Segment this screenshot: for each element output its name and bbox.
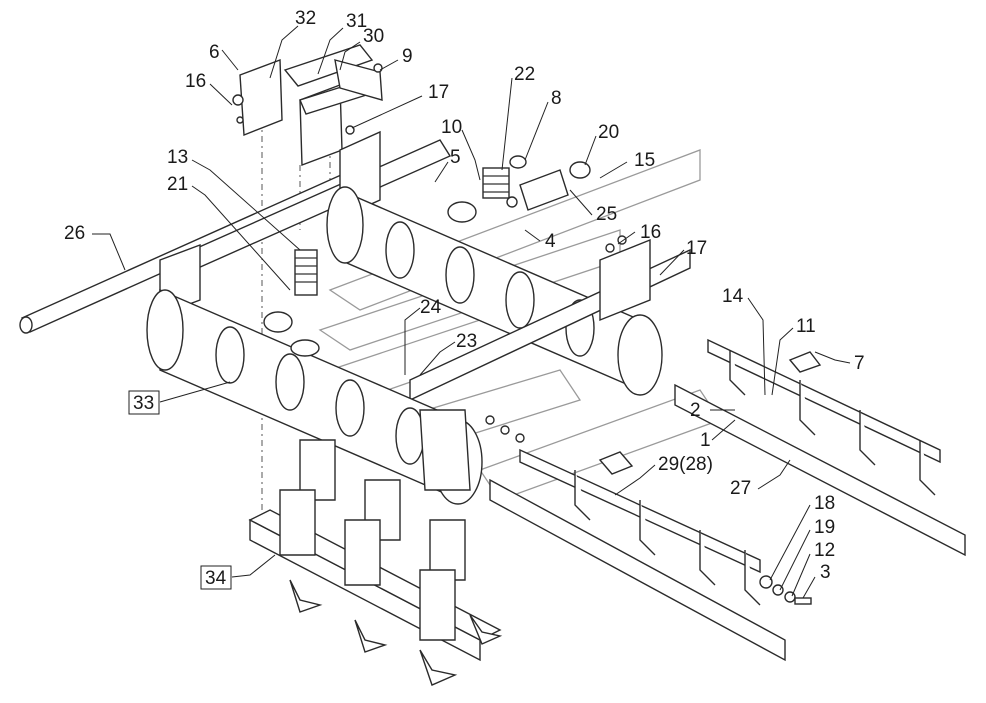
part-label-21: 21 (167, 174, 188, 195)
part-label-15: 15 (634, 150, 655, 171)
part-label-17-right: 17 (686, 238, 707, 259)
part-label-11: 11 (796, 316, 816, 337)
cultivator-tine-frame (248, 439, 503, 686)
front-roller (146, 288, 483, 505)
part-label-33: 33 (133, 393, 154, 414)
part-label-25: 25 (596, 204, 617, 225)
part-label-4: 4 (545, 231, 556, 252)
part-label-20: 20 (598, 122, 619, 143)
part-label-9: 9 (402, 46, 413, 67)
part-label-16-top: 16 (185, 71, 206, 92)
spring-parts (263, 155, 627, 357)
part-label-6: 6 (209, 42, 220, 63)
part-label-12: 12 (814, 540, 835, 561)
part-label-30: 30 (363, 26, 384, 47)
part-label-1: 1 (700, 430, 711, 451)
part-label-24: 24 (420, 297, 442, 318)
top-bracket-assembly (232, 44, 383, 166)
rear-roller (326, 186, 663, 396)
part-label-2: 2 (690, 400, 701, 421)
part-label-5: 5 (450, 147, 461, 168)
part-label-14: 14 (722, 286, 744, 307)
label-box-33 (128, 390, 160, 415)
side-frame-beam (409, 238, 691, 402)
leader-lines (92, 25, 851, 599)
part-label-8: 8 (551, 88, 562, 109)
part-label-23: 23 (456, 331, 477, 352)
part-labels: 32 31 30 6 9 16 17 22 8 10 20 13 5 15 21… (64, 8, 865, 589)
part-label-22: 22 (514, 64, 535, 85)
part-label-7: 7 (854, 353, 865, 374)
tine-bar-lower (485, 415, 786, 662)
part-label-31: 31 (346, 11, 367, 32)
part-label-29-28: 29(28) (658, 454, 713, 475)
part-label-27: 27 (730, 478, 751, 499)
part-label-16-right: 16 (640, 222, 661, 243)
part-label-34: 34 (205, 568, 227, 589)
part-label-17-top: 17 (428, 82, 449, 103)
part-label-18: 18 (814, 493, 835, 514)
tine-bar-upper (674, 338, 966, 557)
part-label-10: 10 (441, 117, 462, 138)
part-label-19: 19 (814, 517, 835, 538)
part-label-13: 13 (167, 147, 188, 168)
hardware-stack (759, 575, 812, 605)
label-box-34 (200, 565, 232, 590)
part-label-26: 26 (64, 223, 85, 244)
part-label-32: 32 (295, 8, 316, 29)
part-label-3: 3 (820, 562, 831, 583)
